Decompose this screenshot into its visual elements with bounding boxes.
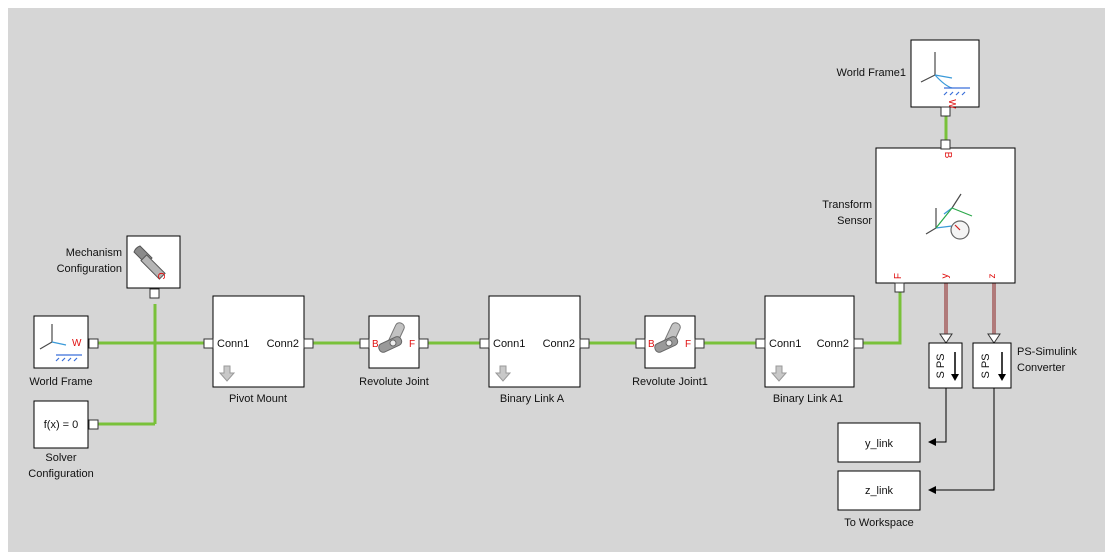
port-y-arrow [939, 333, 953, 344]
sensor-icon [925, 193, 973, 240]
port-b[interactable] [635, 338, 646, 349]
port-b-label: B [372, 339, 379, 350]
block-label-line1: PS-Simulink [1017, 346, 1077, 358]
block-label: World Frame1 [837, 67, 906, 79]
revolute-joint1-block[interactable]: B F Revolute Joint1 [632, 315, 708, 388]
pivot-mount-block[interactable]: Conn1 Conn2 Pivot Mount [203, 295, 314, 405]
block-label-line1: Transform [822, 199, 872, 211]
port-conn2-label: Conn2 [543, 338, 575, 350]
variable-name: z_link [865, 485, 894, 497]
revolute-joint-block[interactable]: B F Revolute Joint [359, 315, 429, 388]
port-w-label: W [72, 338, 82, 349]
port-conn2[interactable] [579, 338, 590, 349]
port-f[interactable] [894, 282, 905, 293]
wire-yconv-ylink[interactable] [928, 388, 947, 446]
port-b[interactable] [359, 338, 370, 349]
solver-expression: f(x) = 0 [44, 419, 79, 431]
block-label: Binary Link A1 [773, 393, 843, 405]
binary-link-a-block[interactable]: Conn1 Conn2 Binary Link A [479, 295, 590, 405]
block-label: Pivot Mount [229, 393, 287, 405]
to-workspace-y-block[interactable]: y_link [837, 422, 921, 463]
block-label: Revolute Joint [359, 376, 429, 388]
port-c-label: C [155, 272, 166, 279]
block-label-line2: Configuration [28, 468, 93, 480]
wire-zconv-zlink[interactable] [928, 388, 995, 494]
port-conn1[interactable] [479, 338, 490, 349]
world-frame-block[interactable]: W World Frame [29, 315, 99, 388]
port-c[interactable] [149, 288, 160, 299]
port-z-label: z [987, 274, 998, 279]
to-workspace-z-block[interactable]: z_link To Workspace [837, 470, 921, 529]
revolute-joint-icon [378, 322, 405, 353]
down-arrow-icon [494, 365, 512, 382]
frame-axes-icon [920, 52, 970, 96]
port-conn2[interactable] [853, 338, 864, 349]
block-label-line1: Mechanism [66, 247, 122, 259]
port-b-label: B [942, 152, 953, 159]
block-label: World Frame [29, 376, 92, 388]
port-f[interactable] [694, 338, 705, 349]
port-w[interactable] [940, 106, 951, 117]
down-arrow-icon [218, 365, 236, 382]
block-label-line2: Converter [1017, 362, 1066, 374]
frame-axes-icon [39, 324, 82, 362]
port-conn2-label: Conn2 [267, 338, 299, 350]
port-f-label: F [409, 339, 415, 350]
port-conn1-label: Conn1 [217, 338, 249, 350]
port-b[interactable] [940, 139, 951, 150]
port-f[interactable] [418, 338, 429, 349]
wire-linka1-sensor[interactable] [863, 287, 902, 345]
port-f-label: F [685, 339, 691, 350]
converter-text: S PS [980, 353, 992, 378]
signal-connections [928, 283, 1001, 494]
variable-name: y_link [865, 438, 894, 450]
port-conn1[interactable] [755, 338, 766, 349]
down-arrow-icon [770, 365, 788, 382]
port-w[interactable] [88, 338, 99, 349]
port-conn1[interactable] [203, 338, 214, 349]
world-frame1-block[interactable]: W World Frame1 [837, 39, 980, 117]
block-label-line1: Solver [45, 452, 77, 464]
block-label: Revolute Joint1 [632, 376, 708, 388]
converter-text: S PS [935, 353, 947, 378]
wrench-icon [133, 245, 166, 280]
port-f-label: F [893, 273, 904, 279]
binary-link-a1-block[interactable]: Conn1 Conn2 Binary Link A1 [755, 295, 864, 405]
port-conn1-label: Conn1 [769, 338, 801, 350]
block-label: Binary Link A [500, 393, 565, 405]
solver-configuration-block[interactable]: f(x) = 0 Solver Configuration [28, 400, 99, 480]
output-arrowhead [998, 374, 1006, 381]
port[interactable] [88, 419, 99, 430]
mechanism-configuration-block[interactable]: C Mechanism Configuration [57, 235, 181, 299]
port-b-label: B [648, 339, 655, 350]
block-label: To Workspace [844, 517, 914, 529]
port-conn2[interactable] [303, 338, 314, 349]
port-conn1-label: Conn1 [493, 338, 525, 350]
port-y-label: y [940, 274, 951, 279]
port-z-arrow [987, 333, 1001, 344]
ps-converter-z-block[interactable]: S PS PS-Simulink Converter [972, 342, 1077, 389]
ps-converter-y-block[interactable]: S PS [928, 342, 963, 389]
port-w-label: W [946, 99, 957, 109]
revolute-joint-icon [654, 322, 681, 353]
block-label-line2: Sensor [837, 215, 872, 227]
port-conn2-label: Conn2 [817, 338, 849, 350]
block-label-line2: Configuration [57, 263, 122, 275]
output-arrowhead [951, 374, 959, 381]
transform-sensor-block[interactable]: B F y z Transform Sensor [822, 139, 1016, 293]
